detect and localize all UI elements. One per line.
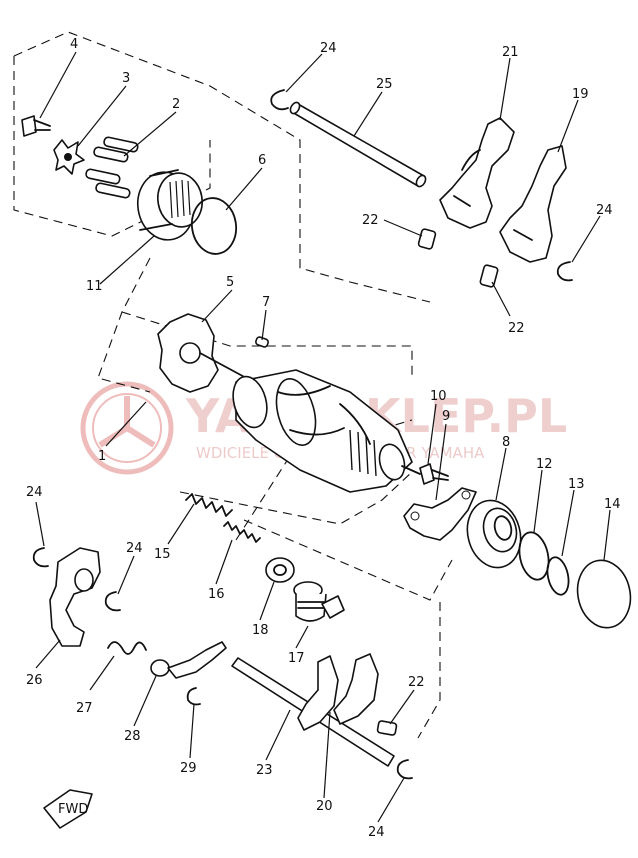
callout-9: 9	[442, 409, 450, 424]
callout-14: 14	[604, 497, 621, 512]
part-clip-24-left	[32, 547, 49, 568]
part-pin	[255, 336, 269, 348]
callout-labels: 4 3 2 6 11 5 7 1 24 25 21 19 22 24 22 10…	[26, 37, 621, 840]
callout-13: 13	[568, 477, 585, 492]
part-shift-fork-21	[439, 117, 515, 229]
callout-18: 18	[252, 623, 269, 638]
callout-15: 15	[154, 547, 171, 562]
part-plug-bolt	[293, 581, 345, 622]
part-shift-fork-19	[499, 145, 567, 263]
callout-5: 5	[226, 275, 234, 290]
callout-19: 19	[572, 87, 589, 102]
callout-6: 6	[258, 153, 266, 168]
callout-8: 8	[502, 435, 510, 450]
part-star-cam	[53, 139, 85, 175]
part-shift-drum	[232, 369, 421, 493]
yamaha-logo-icon	[80, 381, 174, 475]
part-spring-16	[223, 521, 261, 543]
callout-16: 16	[208, 587, 225, 602]
part-screw	[419, 463, 449, 485]
callout-3: 3	[122, 71, 130, 86]
callout-25: 25	[376, 77, 393, 92]
part-spring-15	[185, 493, 233, 517]
callout-22-mid: 22	[508, 321, 525, 336]
part-segment-plate	[157, 313, 251, 393]
leader-lines	[35, 51, 611, 823]
callout-12: 12	[536, 457, 553, 472]
part-clip-24-right	[556, 261, 573, 282]
callout-29: 29	[180, 761, 197, 776]
part-clip-24-bottom	[396, 759, 413, 780]
part-needle-bearing	[137, 169, 203, 241]
callout-24-bottom: 24	[368, 825, 385, 840]
callout-11: 11	[86, 279, 103, 294]
grouping-dashed-lines	[13, 31, 453, 739]
callout-24-mid: 24	[126, 541, 143, 556]
callout-28: 28	[124, 729, 141, 744]
part-shift-fork-20	[297, 653, 379, 731]
part-roller-upper	[417, 228, 437, 250]
part-cap	[576, 559, 632, 629]
part-stopper-plate	[403, 487, 477, 541]
callout-21: 21	[502, 45, 519, 60]
part-circlip	[190, 197, 238, 255]
callout-10: 10	[430, 389, 447, 404]
part-washer-ring	[518, 531, 550, 581]
callout-7: 7	[262, 295, 270, 310]
callout-23: 23	[256, 763, 273, 778]
part-clip-29	[186, 687, 201, 706]
part-torsion-spring	[107, 641, 147, 655]
callout-4: 4	[70, 37, 78, 52]
part-washer-18	[265, 557, 295, 583]
callout-26: 26	[26, 673, 43, 688]
part-ball-bearing	[466, 499, 522, 569]
part-dowel-pins	[85, 136, 139, 199]
callout-27: 27	[76, 701, 93, 716]
part-fork-shaft-upper	[289, 101, 427, 188]
part-washer-28	[150, 641, 227, 679]
fwd-arrow-icon: FWD	[43, 789, 93, 829]
fwd-label: FWD	[58, 802, 88, 817]
callout-20: 20	[316, 799, 333, 814]
part-clip-24-top	[270, 89, 289, 111]
part-roller-lower	[376, 720, 398, 736]
callout-22-lower: 22	[408, 675, 425, 690]
part-circlip-small	[546, 556, 570, 596]
callout-24-top: 24	[320, 41, 337, 56]
part-roller-mid	[479, 264, 499, 288]
callout-17: 17	[288, 651, 305, 666]
callout-22-upper: 22	[362, 213, 379, 228]
part-bolt	[21, 115, 51, 137]
callout-1: 1	[98, 449, 106, 464]
part-clip-24-mid	[104, 591, 121, 612]
part-shift-arm	[49, 547, 101, 647]
callout-24-left: 24	[26, 485, 43, 500]
callout-2: 2	[172, 97, 180, 112]
callout-24-right: 24	[596, 203, 613, 218]
